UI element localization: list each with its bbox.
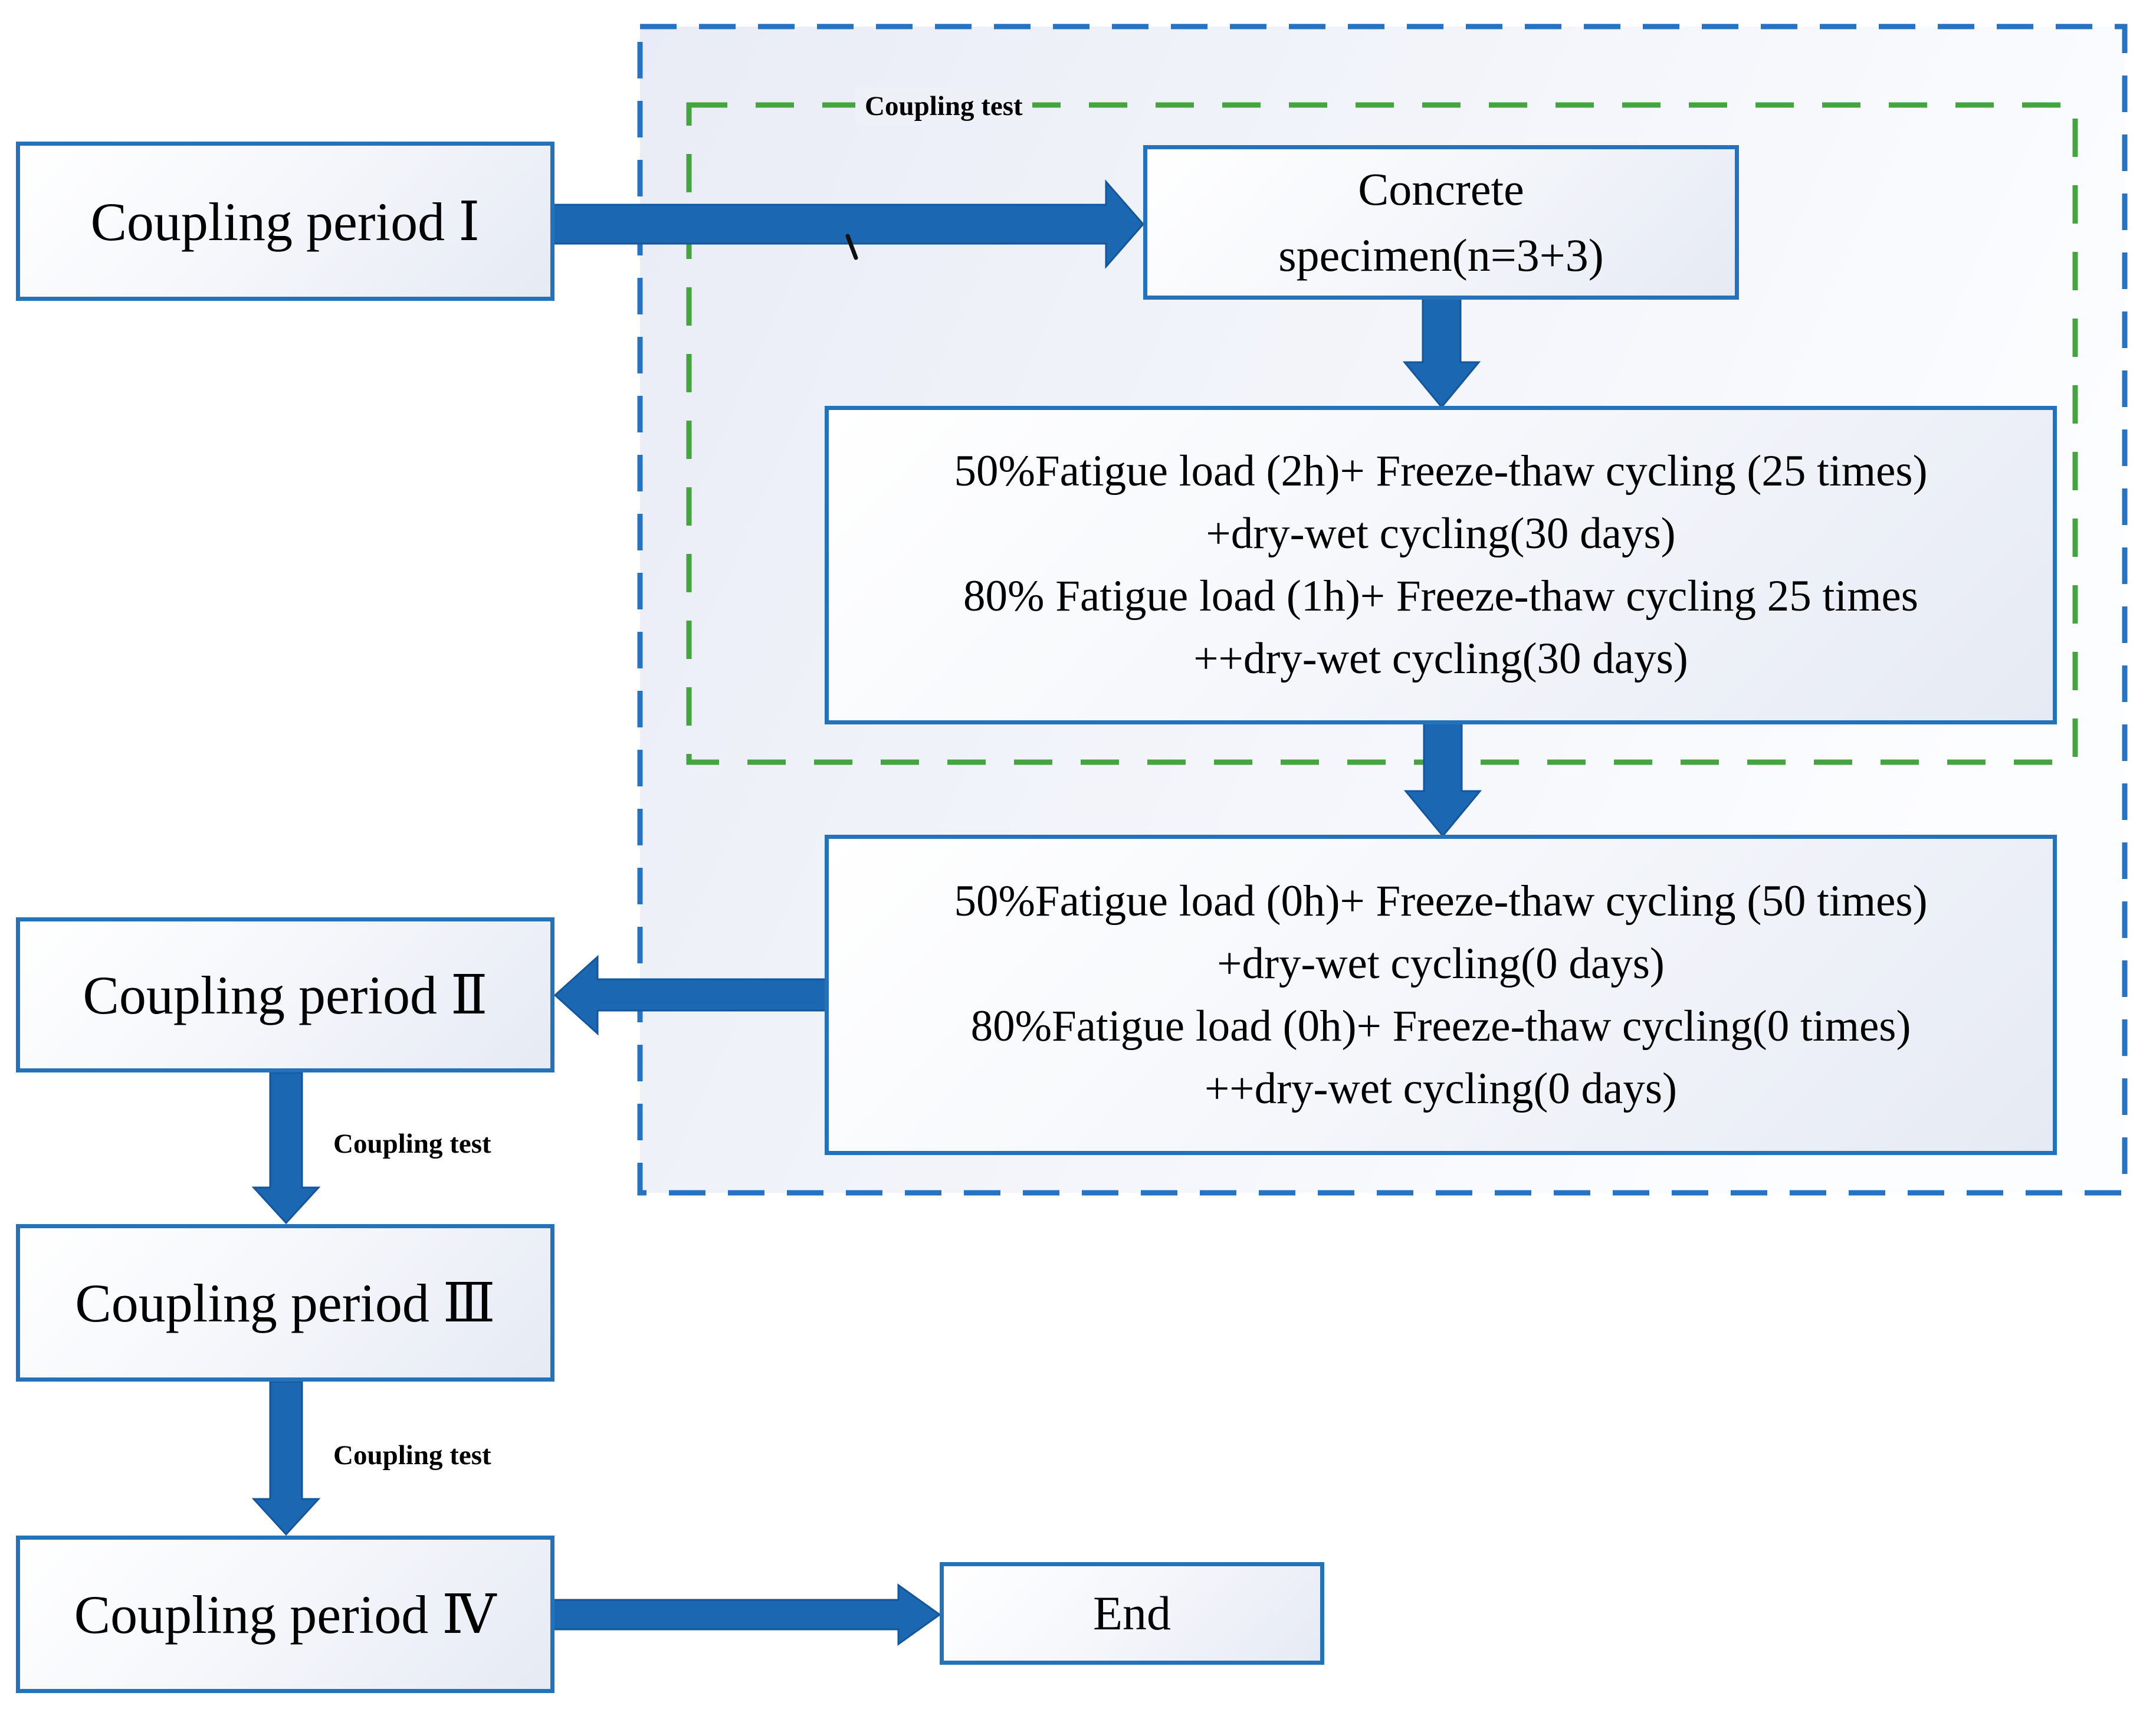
box-end: End — [940, 1562, 1324, 1665]
box-end-label: End — [1092, 1586, 1171, 1640]
box-coupling-period-1-label: Coupling period Ⅰ — [90, 191, 480, 252]
box-concrete-specimen: Concrete specimen(n=3+3) — [1143, 145, 1739, 300]
stage1-line2: +dry-wet cycling(30 days) — [1206, 509, 1676, 558]
arrow-concrete-to-stage1 — [1402, 297, 1481, 409]
stage2-line1: 50%Fatigue load (0h)+ Freeze-thaw cyclin… — [954, 876, 1928, 926]
stage2-line4: ++dry-wet cycling(0 days) — [1204, 1064, 1677, 1113]
coupling-test-label-mid: Coupling test — [333, 1129, 491, 1159]
arrow-period3-to-period4 — [251, 1380, 321, 1536]
stage2-line2: +dry-wet cycling(0 days) — [1217, 939, 1665, 988]
concrete-specimen-line2: specimen(n=3+3) — [1278, 229, 1604, 281]
box-coupling-period-2: Coupling period Ⅱ — [16, 917, 554, 1072]
stray-tick-mark — [845, 234, 858, 260]
box-stage1-conditions: 50%Fatigue load (2h)+ Freeze-thaw cyclin… — [825, 406, 2057, 724]
box-coupling-period-1: Coupling period Ⅰ — [16, 142, 554, 301]
arrow-period4-to-end — [552, 1583, 941, 1646]
box-coupling-period-3: Coupling period Ⅲ — [16, 1224, 554, 1382]
box-coupling-period-4: Coupling period Ⅳ — [16, 1536, 554, 1693]
coupling-test-dashed-container — [686, 102, 2078, 765]
coupling-test-group-label: Coupling test — [855, 87, 1032, 125]
stage2-line3: 80%Fatigue load (0h)+ Freeze-thaw cyclin… — [970, 1001, 1911, 1051]
stage1-line1: 50%Fatigue load (2h)+ Freeze-thaw cyclin… — [954, 447, 1928, 496]
arrow-stage1-to-stage2 — [1403, 722, 1482, 838]
concrete-specimen-line1: Concrete — [1358, 163, 1524, 215]
arrow-stage2-to-period2 — [553, 954, 827, 1036]
stage1-line4: ++dry-wet cycling(30 days) — [1193, 634, 1688, 683]
box-stage2-conditions: 50%Fatigue load (0h)+ Freeze-thaw cyclin… — [825, 835, 2057, 1155]
stage1-line3: 80% Fatigue load (1h)+ Freeze-thaw cycli… — [963, 572, 1918, 621]
box-coupling-period-2-label: Coupling period Ⅱ — [83, 965, 488, 1025]
box-coupling-period-3-label: Coupling period Ⅲ — [75, 1273, 495, 1333]
arrow-period2-to-period3 — [251, 1071, 321, 1225]
coupling-test-label-bottom: Coupling test — [333, 1440, 491, 1471]
arrow-period1-to-concrete — [550, 179, 1144, 269]
box-coupling-period-4-label: Coupling period Ⅳ — [74, 1585, 497, 1645]
